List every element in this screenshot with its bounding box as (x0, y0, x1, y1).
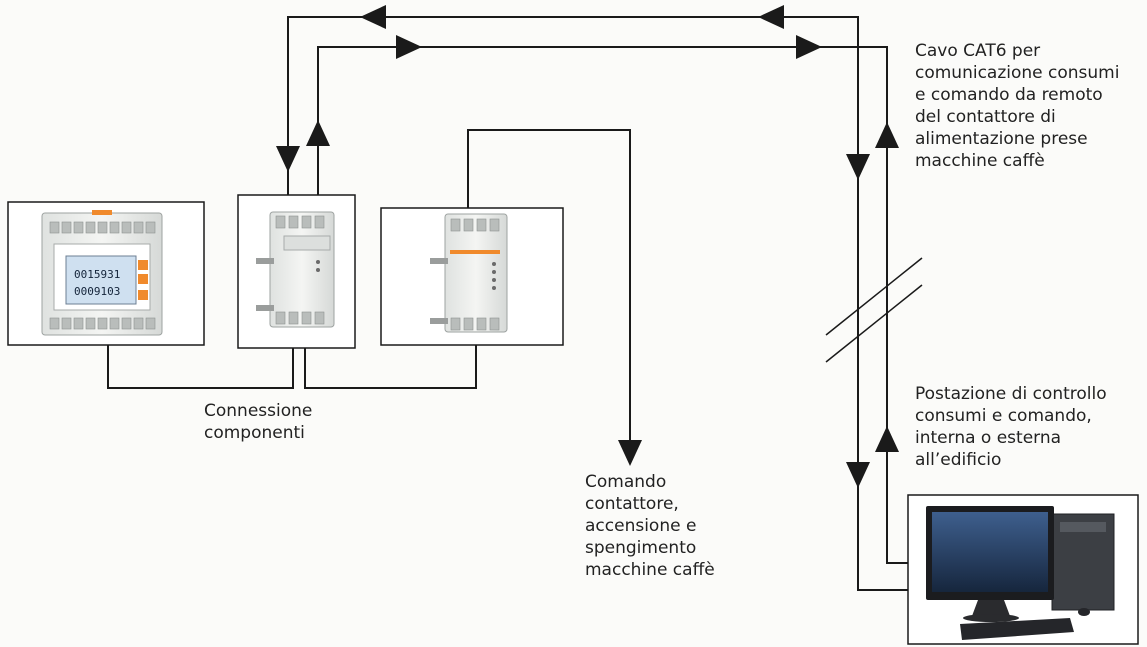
arrow-left-icon (758, 5, 784, 29)
arrow-right-icon (396, 35, 422, 59)
cable-outer-loop (287, 16, 908, 591)
arrow-right-icon (796, 35, 822, 59)
mouse (1078, 608, 1090, 616)
relay-module (380, 207, 564, 346)
meter-lcd (65, 255, 137, 305)
command-line (467, 129, 631, 440)
meter-reading-2: 0009103 (74, 285, 120, 298)
cat6-cable (287, 16, 908, 591)
cable-arrows (276, 5, 899, 488)
arrow-down-icon (618, 440, 642, 466)
arrow-up-icon (306, 120, 330, 146)
arrow-down-icon (846, 462, 870, 488)
workstation (907, 494, 1139, 645)
keyboard (960, 618, 1074, 640)
arrow-down-icon (276, 146, 300, 172)
communication-module (237, 194, 356, 349)
arrow-down-icon (846, 154, 870, 180)
arrow-up-icon (875, 122, 899, 148)
connection-label: Connessione componenti (204, 401, 313, 443)
cable-break-mark (825, 257, 923, 363)
meter-reading-1: 0015931 (74, 268, 120, 281)
arrow-up-icon (875, 426, 899, 452)
arrow-left-icon (360, 5, 386, 29)
cable-inner-loop (317, 46, 908, 564)
cable-label: Cavo CAT6 per comunicazione consumi e co… (915, 41, 1120, 171)
station-label: Postazione di controllo consumi e comand… (915, 384, 1107, 470)
command-label: Comando contattore, accensione e spengim… (585, 472, 715, 580)
energy-meter: 0015931 0009103 (7, 201, 205, 346)
component-connection-wires (107, 328, 477, 389)
